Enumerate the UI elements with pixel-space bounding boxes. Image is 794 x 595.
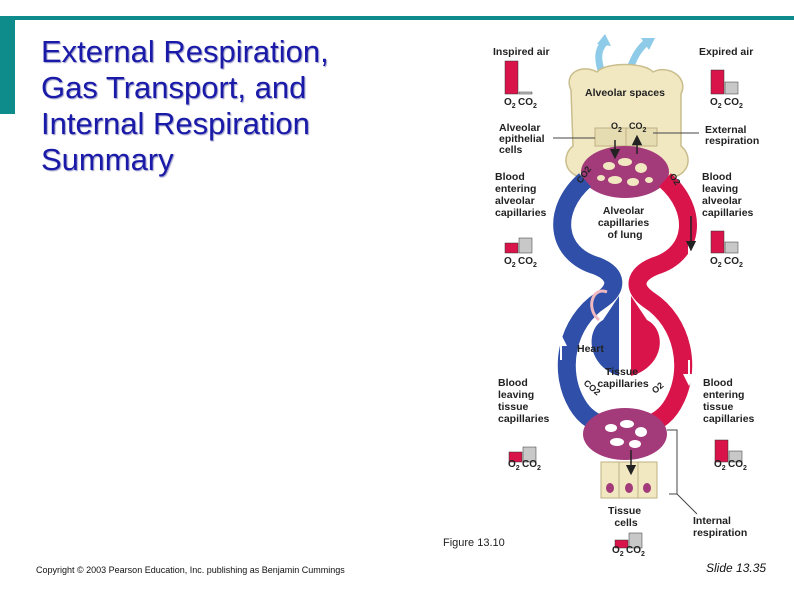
- gauge-expired-air: [710, 69, 739, 95]
- left-accent-bar: [0, 16, 15, 114]
- top-accent-bar: [0, 16, 794, 20]
- title-line-4: Summary: [41, 142, 174, 177]
- label-heart: Heart: [577, 343, 604, 355]
- diffusion-arrows: [609, 134, 697, 252]
- label-alveolar-o2: O2: [611, 121, 622, 134]
- gauge-caption-o2: O2: [714, 459, 726, 472]
- slide-title: External Respiration, Gas Transport, and…: [41, 34, 401, 178]
- leader-lines: [553, 132, 699, 515]
- title-line-1: External Respiration,: [41, 34, 329, 69]
- gauge-blood-leaving-alveolar: [710, 230, 739, 254]
- gauge-caption-o2: O2: [710, 256, 722, 269]
- title-line-2: Gas Transport, and: [41, 70, 307, 105]
- label-tissue-cells: Tissue cells: [608, 505, 644, 529]
- gauge-caption-o2: O2: [710, 97, 722, 110]
- slide-number: Slide 13.35: [706, 561, 767, 575]
- label-alveolar-co2: CO2: [629, 121, 647, 134]
- tissue-capillary-bed: [583, 408, 667, 460]
- label-alveolar-spaces: Alveolar spaces: [585, 87, 665, 99]
- label-expired-air: Expired air: [699, 46, 753, 58]
- figure-caption: Figure 13.10: [443, 537, 505, 549]
- gauge-caption-o2: O2: [504, 256, 516, 269]
- alveolus: [565, 63, 689, 177]
- circulation-loop: [553, 173, 697, 435]
- label-blood-entering-tissue-capillaries: Blood entering tissue capillaries: [703, 377, 755, 425]
- label-alveolar-capillaries-of-lung: Alveolar capillaries of lung: [598, 205, 652, 241]
- label-external-respiration: External respiration: [705, 124, 759, 147]
- label-inspired-air: Inspired air: [493, 46, 550, 58]
- alveolar-capillary-bed: [581, 146, 669, 198]
- gauge-caption-co2: CO2: [522, 459, 541, 472]
- gauge-blood-entering-tissue: [714, 439, 743, 463]
- gauge-caption-co2: CO2: [728, 459, 747, 472]
- tissue-cells: [600, 450, 658, 499]
- label-internal-respiration: Internal respiration: [693, 515, 747, 539]
- label-blood-leaving-alveolar-capillaries: Blood leaving alveolar capillaries: [702, 171, 754, 219]
- gauge-caption-o2: O2: [612, 545, 624, 558]
- label-blood-entering-alveolar-capillaries: Blood entering alveolar capillaries: [495, 171, 547, 219]
- label-tissue-capillaries: Tissue capillaries: [597, 366, 649, 390]
- gauge-caption-co2: CO2: [518, 256, 537, 269]
- gas-exchange-diagram: O2 CO2 O2 CO2 O2 CO2 O2 CO2 O2 CO2 O2 CO…: [493, 34, 759, 558]
- gauge-caption-co2: CO2: [626, 545, 645, 558]
- gauge-caption-o2: O2: [508, 459, 520, 472]
- label-blood-leaving-tissue-capillaries: Blood leaving tissue capillaries: [498, 377, 550, 425]
- copyright-notice: Copyright © 2003 Pearson Education, Inc.…: [36, 565, 345, 575]
- gauge-inspired-air: [504, 60, 533, 95]
- gauge-caption-co2: CO2: [724, 256, 743, 269]
- label-alveolar-epithelial-cells: Alveolar epithelial cells: [499, 122, 547, 156]
- gauge-tissue-cells: [614, 532, 643, 549]
- gauge-caption-co2: CO2: [518, 97, 537, 110]
- vessel-label-o2-tissue: O2: [650, 380, 666, 395]
- gauge-caption-o2: O2: [504, 97, 516, 110]
- gauge-caption-co2: CO2: [724, 97, 743, 110]
- gauge-blood-entering-alveolar: [504, 237, 533, 254]
- title-line-3: Internal Respiration: [41, 106, 310, 141]
- gauge-blood-leaving-tissue: [508, 446, 537, 463]
